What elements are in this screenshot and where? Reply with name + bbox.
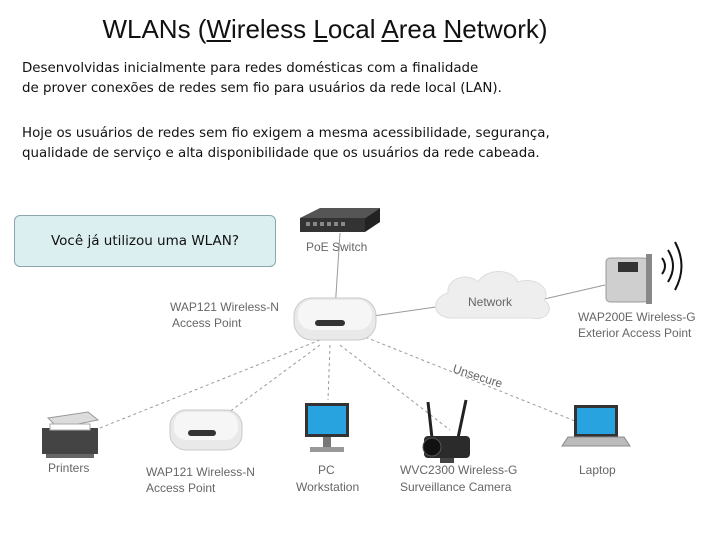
paragraph-line: de prover conexões de redes sem fio para… [22,81,502,96]
title-text: rea [398,14,444,44]
label-laptop: Laptop [579,463,616,477]
label-wap200e-sub: Exterior Access Point [578,326,692,340]
label-camera: WVC2300 Wireless-G [400,463,517,477]
label-wap121-bottom-sub: Access Point [146,481,216,495]
line-switch-ap [334,232,341,311]
callout-text: Você já utilizou uma WLAN? [50,233,240,249]
label-camera-sub: Surveillance Camera [400,480,512,494]
label-pc-sub: Workstation [296,480,359,494]
paragraph-line: qualidade de serviço e alta disponibilid… [22,146,540,161]
paragraph-intro: Desenvolvidas inicialmente para redes do… [22,59,622,99]
line-ap-camera [339,344,451,431]
label-unsecure: Unsecure [451,362,504,391]
laptop-icon [561,405,631,447]
title-letter-l: L [313,14,328,44]
printer-icon [42,411,100,458]
pc-monitor-icon [305,403,349,452]
label-wap121-top: WAP121 Wireless-N [170,300,279,314]
label-wap121-bottom: WAP121 Wireless-N [146,465,255,479]
title-letter-w: W [206,14,232,44]
poe-switch-icon [300,208,380,232]
label-pc: PC [318,463,335,477]
access-point-icon [293,297,377,341]
paragraph-line: Desenvolvidas inicialmente para redes do… [22,61,479,76]
network-cloud-icon [435,271,550,320]
label-network: Network [468,295,513,309]
label-wap121-top-sub: Access Point [172,316,242,330]
line-ap-printer [94,339,321,431]
paragraph-today: Hoje os usuários de redes sem fio exigem… [22,124,712,164]
line-ap-ap [224,344,321,416]
label-poe-switch: PoE Switch [306,240,367,254]
title-text: WLANs ( [102,14,207,44]
access-point-icon [169,409,243,451]
line-ap-pc [327,344,331,401]
title-text: ireless [231,14,314,44]
paragraph-line: Hoje os usuários de redes sem fio exigem… [22,126,550,141]
title-letter-a: A [381,14,399,44]
question-callout: Você já utilizou uma WLAN? [14,215,276,267]
title-text: ocal [327,14,382,44]
title-letter-n: N [443,14,463,44]
wifi-signal-icon [661,241,683,291]
line-unsecure-laptop [359,334,586,426]
label-printers: Printers [48,461,89,475]
slide-title: WLANs (Wireless Local Area Network) [0,14,650,45]
exterior-access-point-icon [605,254,652,304]
label-wap200e: WAP200E Wireless-G [578,310,696,324]
line-network-exterior-ap [539,284,606,301]
camera-icon [422,399,470,463]
title-text: etwork) [462,14,548,44]
